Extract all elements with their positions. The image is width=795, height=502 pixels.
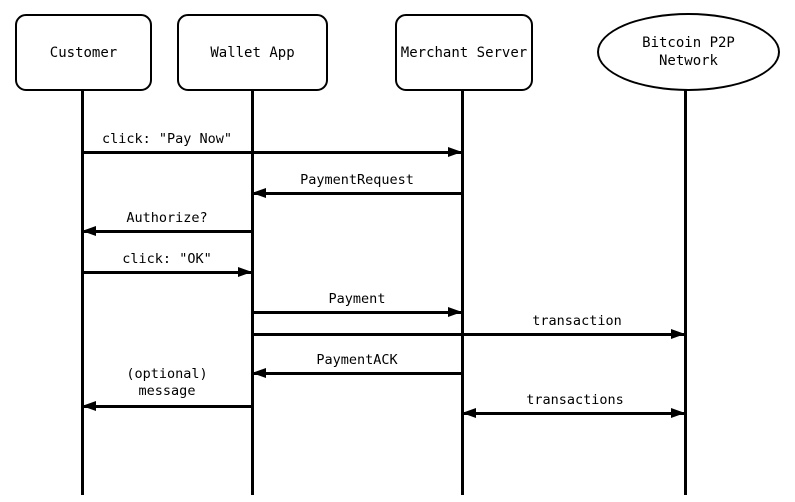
message-label-payment-ack: PaymentACK [316, 352, 398, 368]
message-line [252, 371, 462, 375]
lifeline-bitcoin-p2p-network [683, 90, 687, 495]
message-arrow-authorize [82, 224, 252, 238]
message-line [82, 270, 252, 274]
message-line [82, 229, 252, 233]
message-arrow-payment-ack [252, 366, 462, 380]
actor-ellipse-bitcoin-p2p-network: Bitcoin P2P Network [597, 13, 780, 91]
message-line [252, 332, 685, 336]
message-line [462, 411, 685, 415]
message-label-transaction: transaction [532, 313, 622, 329]
message-arrow-payment [252, 305, 462, 319]
arrowhead-right-icon [238, 267, 252, 277]
actor-customer-label: Customer [49, 44, 118, 61]
arrowhead-left-icon [462, 408, 476, 418]
arrowhead-left-icon [82, 226, 96, 236]
message-arrow-payment-request [252, 186, 462, 200]
lifeline-merchant-server [460, 91, 464, 495]
arrowhead-right-icon [448, 307, 462, 317]
message-label-payment: Payment [328, 291, 386, 307]
message-label-optional-message: (optional) message [126, 366, 208, 399]
actor-box-customer: Customer [15, 14, 152, 91]
message-line [82, 150, 462, 154]
message-label-payment-request: PaymentRequest [300, 172, 414, 188]
lifeline-customer [80, 91, 84, 495]
arrowhead-left-icon [82, 401, 96, 411]
message-arrow-transactions [462, 406, 685, 420]
actor-merchant-server-label: Merchant Server [400, 44, 528, 61]
message-arrow-optional-message [82, 399, 252, 413]
arrowhead-left-icon [252, 368, 266, 378]
message-line [252, 191, 462, 195]
actor-bitcoin-p2p-network-label: Bitcoin P2P Network [642, 35, 735, 69]
message-label-click-ok: click: "OK" [122, 251, 212, 267]
message-label-click-pay-now: click: "Pay Now" [101, 131, 233, 147]
message-arrow-click-ok [82, 265, 252, 279]
actor-box-wallet-app: Wallet App [177, 14, 328, 91]
message-arrow-transaction [252, 327, 685, 341]
message-line [82, 404, 252, 408]
actor-wallet-app-label: Wallet App [210, 44, 295, 61]
message-label-transactions: transactions [526, 392, 624, 408]
arrowhead-left-icon [252, 188, 266, 198]
arrowhead-right-icon [671, 408, 685, 418]
arrowhead-right-icon [671, 329, 685, 339]
actor-box-merchant-server: Merchant Server [395, 14, 533, 91]
message-label-authorize: Authorize? [126, 210, 208, 226]
message-arrow-click-pay-now [82, 145, 462, 159]
lifeline-wallet-app [250, 91, 254, 495]
arrowhead-right-icon [448, 147, 462, 157]
message-line [252, 310, 462, 314]
